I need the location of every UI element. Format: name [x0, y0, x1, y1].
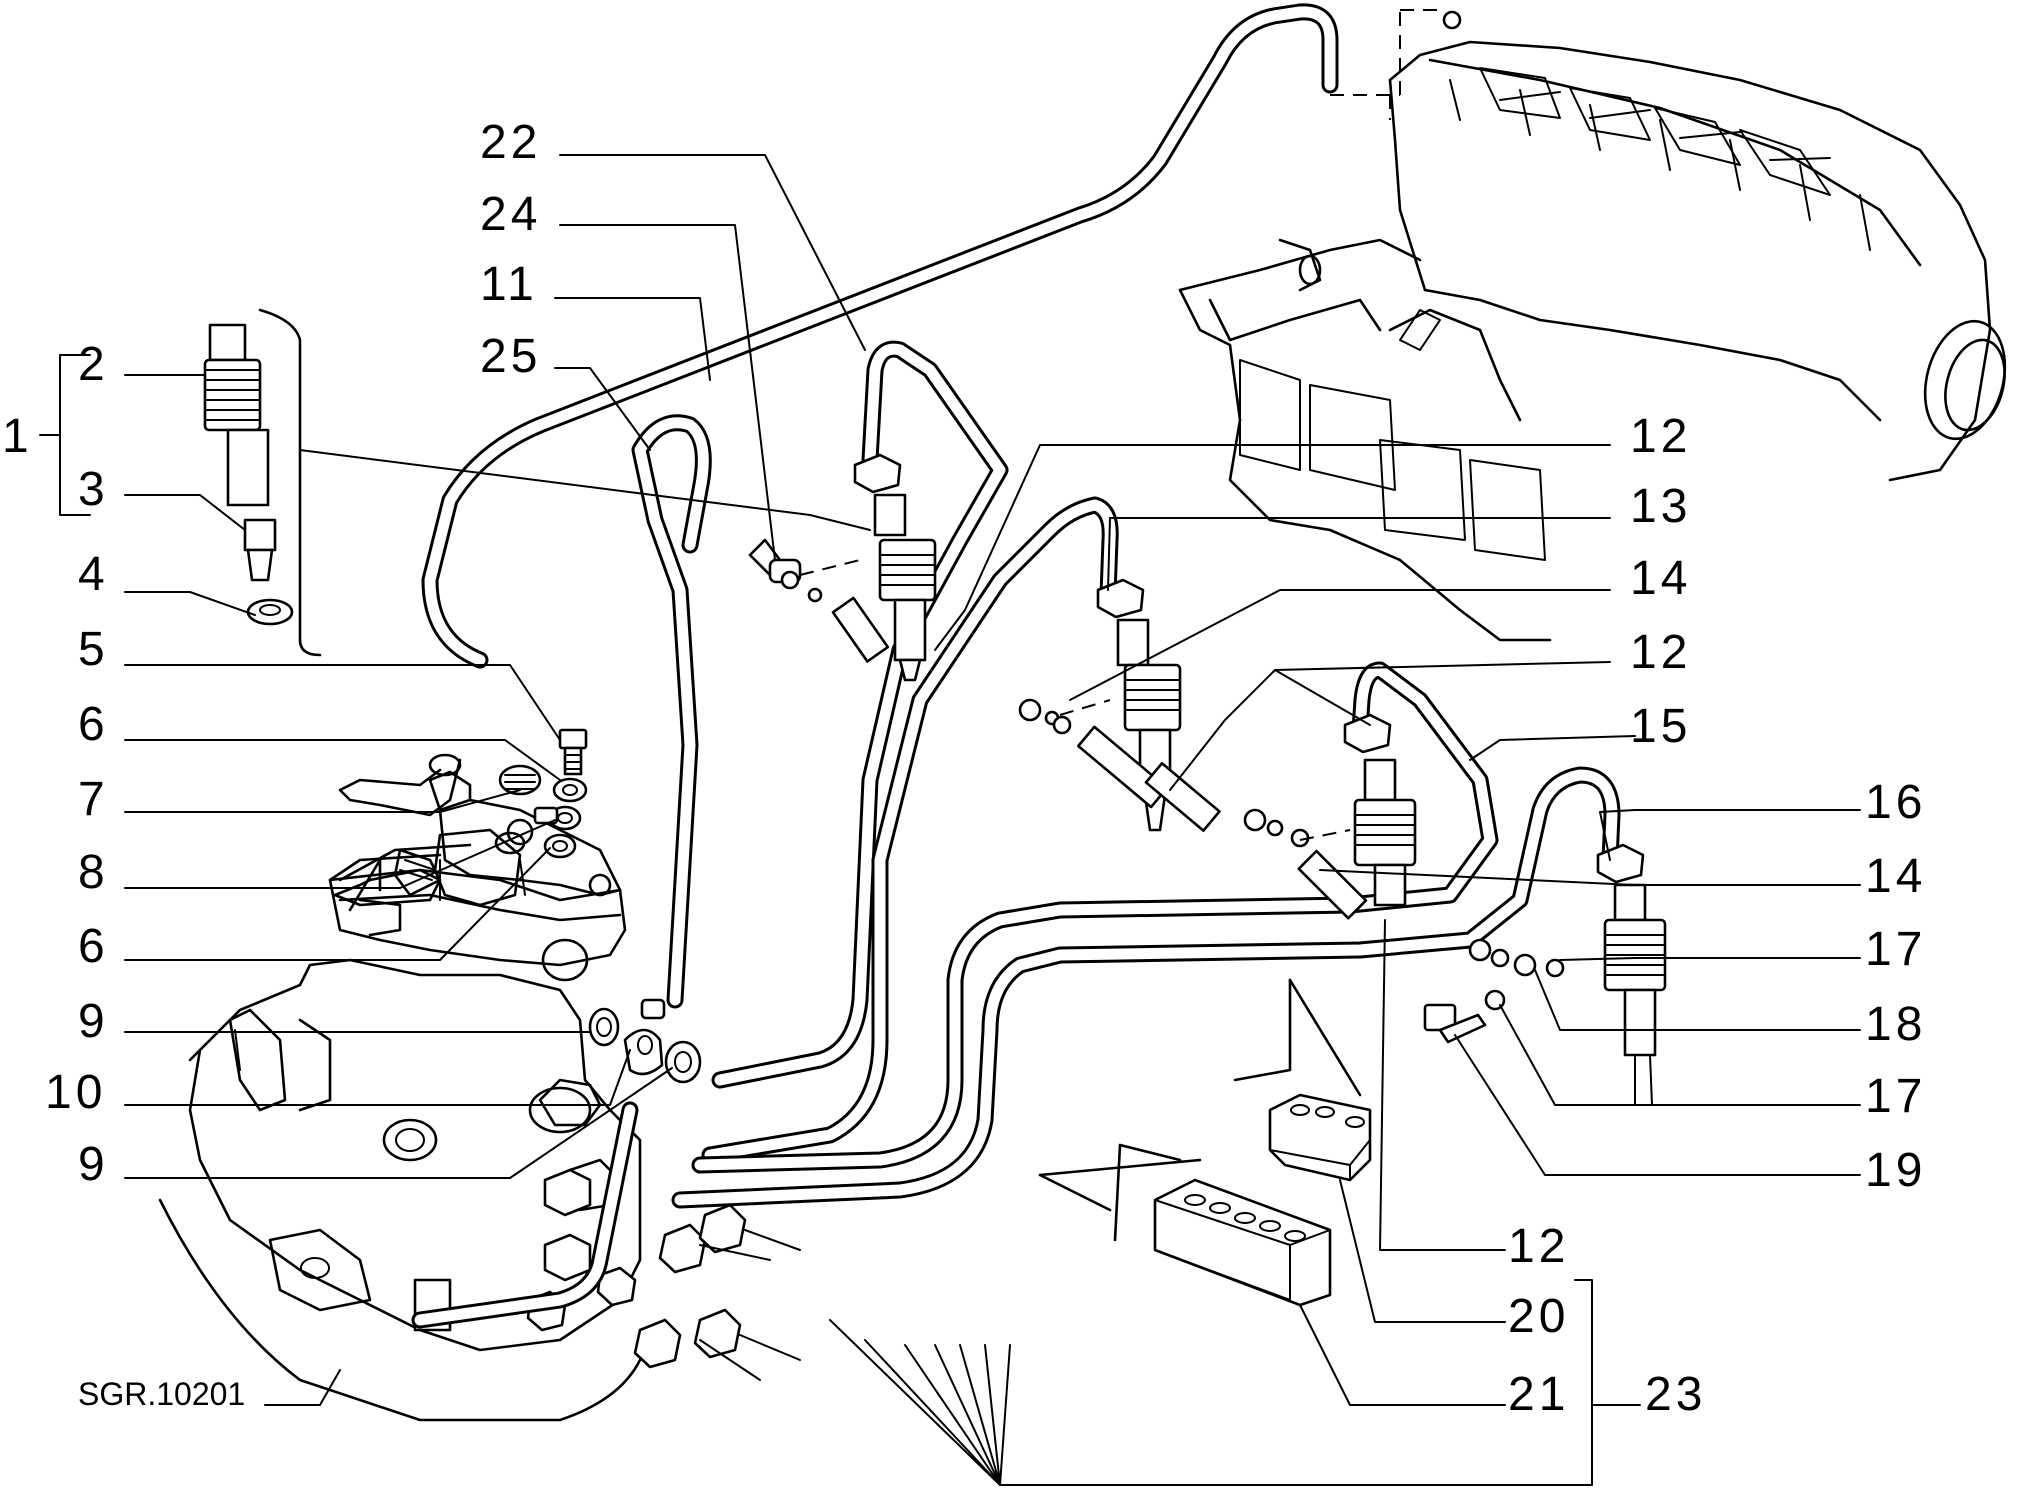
callout-11: 11	[480, 258, 538, 311]
cylinder-head-outline	[258, 308, 322, 657]
callout-17b: 17	[1865, 1070, 1926, 1123]
pump-fittings	[411, 728, 702, 1329]
callout-13: 13	[1630, 480, 1691, 533]
callout-18: 18	[1865, 998, 1926, 1051]
callout-2: 2	[78, 338, 109, 391]
callout-21: 21	[1508, 1368, 1569, 1421]
callout-9a: 9	[78, 995, 109, 1048]
pipe-bracket-small	[1268, 1093, 1372, 1182]
leader-lines	[39, 154, 1641, 1486]
right-leaders	[1634, 809, 1861, 1176]
callout-5: 5	[78, 623, 109, 676]
injector-3	[1297, 713, 1417, 920]
callout-16: 16	[1865, 776, 1926, 829]
callout-7: 7	[78, 773, 109, 826]
callout-24: 24	[480, 188, 541, 241]
callout-20: 20	[1508, 1290, 1569, 1343]
callout-25: 25	[480, 330, 541, 383]
drawing-code: SGR.10201	[78, 1376, 245, 1412]
callout-12c: 12	[1508, 1220, 1569, 1273]
callout-3: 3	[78, 463, 109, 516]
injector-4	[1596, 843, 1667, 1106]
callout-19: 19	[1865, 1144, 1926, 1197]
callout-22: 22	[480, 116, 541, 169]
callout-9b: 9	[78, 1138, 109, 1191]
callout-6b: 6	[78, 920, 109, 973]
callout-10: 10	[45, 1066, 106, 1119]
callout-4: 4	[78, 548, 109, 601]
callout-23: 23	[1645, 1368, 1706, 1421]
injection-pump	[158, 828, 642, 1422]
pipe-nuts-pump	[633, 1203, 801, 1381]
callout-1: 1	[2, 410, 33, 463]
callout-15: 15	[1630, 700, 1691, 753]
callout-17a: 17	[1865, 923, 1926, 976]
intake-manifold	[1178, 9, 2007, 642]
callout-12b: 12	[1630, 626, 1691, 679]
injector-1	[831, 453, 937, 682]
callout-14a: 14	[1630, 552, 1691, 605]
bracket-pointers	[1038, 978, 1362, 1242]
fuel-return-pipe	[421, 3, 1339, 669]
injector-left-detached	[203, 323, 294, 626]
injector-2	[1076, 578, 1221, 832]
leak-off-hose	[631, 414, 712, 1009]
callout-6a: 6	[78, 698, 109, 751]
callout-14b: 14	[1865, 850, 1926, 903]
callout-12a: 12	[1630, 410, 1691, 463]
pipe-bracket-large	[1153, 1178, 1332, 1307]
banjo-fittings	[748, 538, 1565, 1044]
callout-8: 8	[78, 846, 109, 899]
callout-labels: 1 2 3 4 5 6 7 8 6 9 10 9 22 24 11 25 12 …	[2, 116, 1926, 1421]
